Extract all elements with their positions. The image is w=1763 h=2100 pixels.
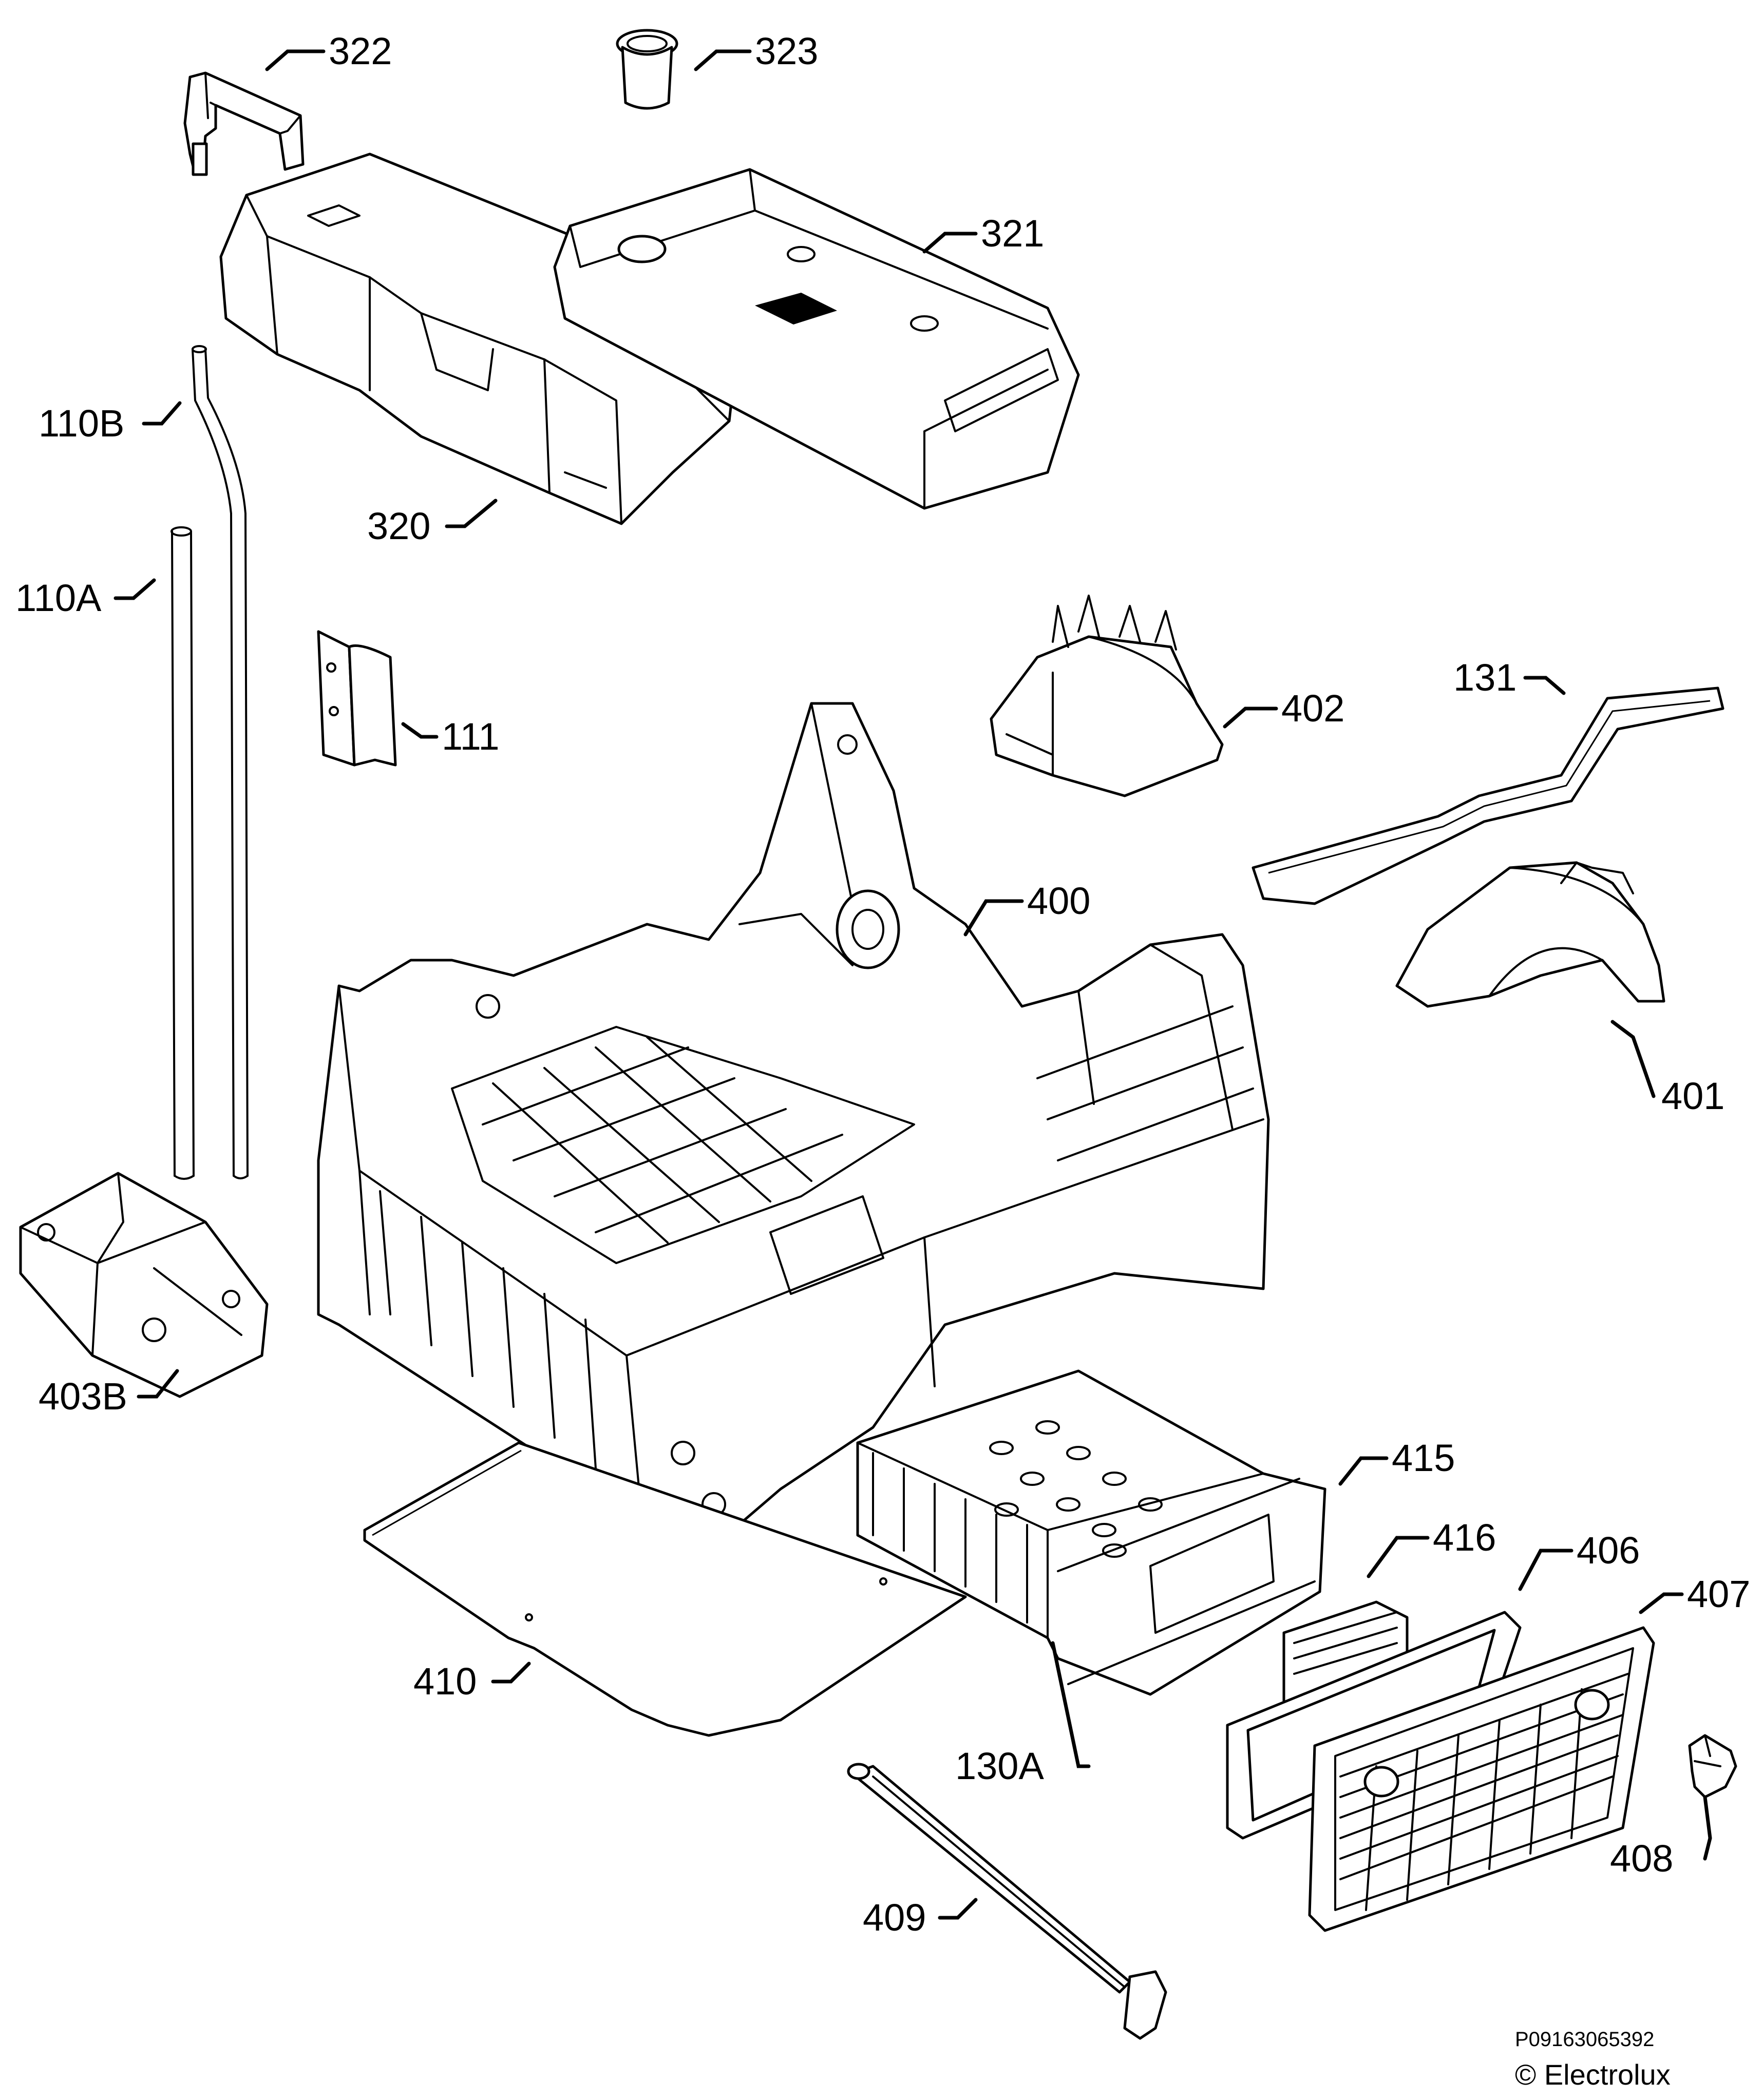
leader-110A [113,578,156,600]
leader-403B [137,1369,179,1399]
part-131-gasket [1252,686,1724,905]
part-401-duct [1395,861,1665,1008]
leader-131 [1523,676,1566,695]
part-110B-hose [192,345,249,1179]
part-403B-mount [19,1172,269,1398]
callout-415: 415 [1392,1437,1455,1479]
callout-401: 401 [1661,1075,1724,1117]
leader-322 [265,49,326,71]
part-111-clip [317,630,397,767]
part-321-drawer-housing [553,168,1080,510]
callout-400: 400 [1027,880,1090,922]
leader-416 [1367,1536,1430,1578]
callout-labels: 322 323 321 110B 320 110A 111 402 131 40… [15,30,1750,1939]
callout-406: 406 [1577,1529,1640,1572]
callout-407: 407 [1687,1573,1750,1615]
callout-416: 416 [1433,1516,1496,1559]
callout-110A: 110A [15,577,102,619]
footer: P09163065392 © Electrolux [1515,2028,1671,2091]
callout-403B: 403B [39,1375,127,1418]
callout-409: 409 [863,1896,926,1939]
callout-320: 320 [367,505,430,547]
part-407-grille [1308,1626,1655,1932]
leader-401 [1610,1020,1656,1098]
part-402-duct [990,595,1224,797]
part-409-hose [847,1763,1167,2040]
leader-408 [1703,1795,1712,1861]
callout-410: 410 [413,1660,477,1703]
leader-410 [491,1662,531,1684]
callout-111: 111 [442,715,499,758]
leader-111 [401,722,439,739]
leader-130A [1051,1641,1091,1768]
leader-415 [1338,1456,1389,1486]
part-110A-tube [170,526,195,1180]
leader-lines [113,49,1712,1920]
leader-320 [445,499,498,528]
callout-131: 131 [1453,656,1516,699]
copyright-notice: © Electrolux [1515,2058,1671,2091]
callout-402: 402 [1281,687,1344,730]
leader-406 [1518,1549,1574,1591]
callout-408: 408 [1610,1837,1673,1880]
part-410-base-plate [363,1441,967,1737]
callout-321: 321 [981,212,1044,255]
part-400-base-frame [317,702,1270,1552]
drawing-code: P09163065392 [1515,2028,1654,2051]
part-408-latch [1688,1734,1737,1799]
leader-409 [938,1898,978,1920]
leader-407 [1639,1592,1684,1614]
leader-323 [694,49,752,71]
leader-321 [922,232,978,254]
callout-323: 323 [755,30,818,72]
callout-130A: 130A [955,1745,1044,1787]
leader-400 [963,899,1024,937]
part-323-cap [616,29,678,110]
callout-322: 322 [329,30,392,72]
part-322-bracket [183,71,305,176]
part-415-heat-exchanger [856,1369,1326,1696]
leader-110B [142,401,182,426]
leader-402 [1223,707,1278,729]
callout-110B: 110B [39,402,124,445]
